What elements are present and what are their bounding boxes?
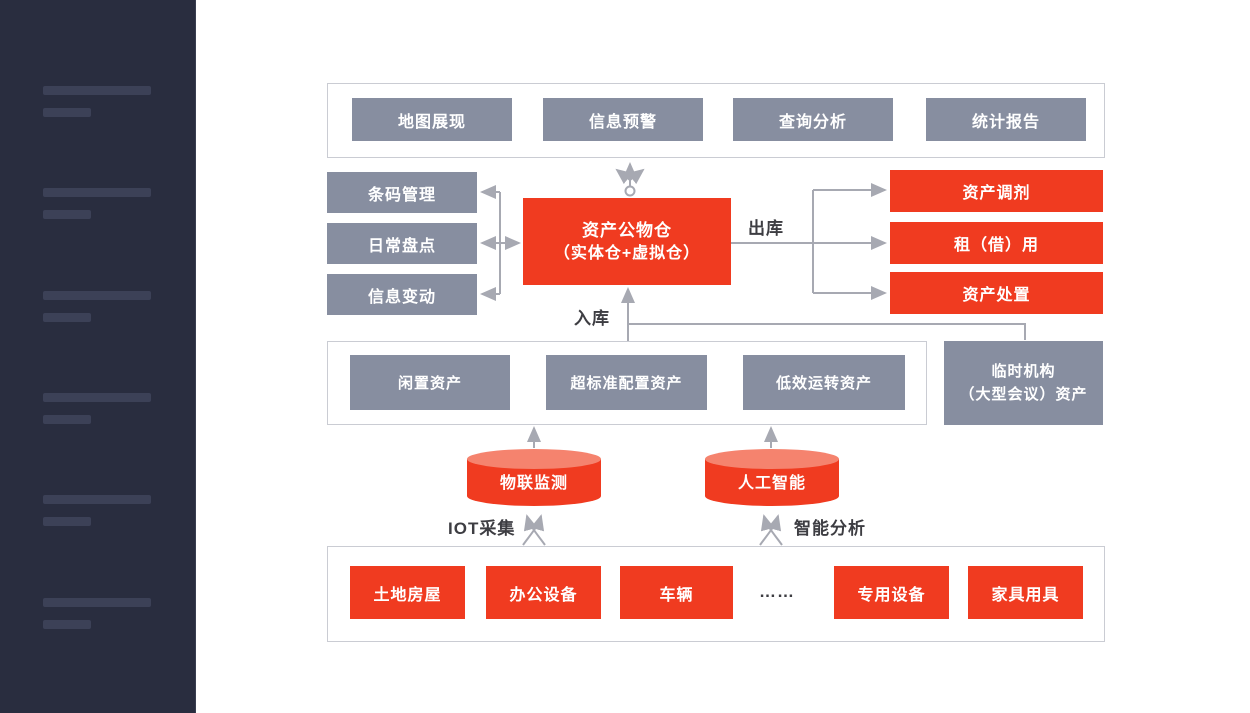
label-inbound: 入库 — [574, 309, 610, 328]
node-furniture: 家具用具 — [968, 566, 1083, 619]
node-overstandard-assets: 超标准配置资产 — [546, 355, 707, 410]
placeholder-line-long — [43, 291, 151, 300]
node-temp-org-assets: 临时机构 （大型会议）资产 — [944, 341, 1103, 425]
placeholder-line-short — [43, 415, 91, 424]
node-office-equipment: 办公设备 — [486, 566, 601, 619]
branch-arrows-icon — [615, 162, 645, 197]
placeholder-line-long — [43, 86, 151, 95]
placeholder-line-long — [43, 188, 151, 197]
placeholder-line-short — [43, 108, 91, 117]
node-query-analysis: 查询分析 — [733, 98, 893, 141]
node-barcode-management: 条码管理 — [327, 172, 477, 213]
hub-subtitle: （实体仓+虚拟仓） — [553, 244, 701, 262]
placeholder-line-short — [43, 210, 91, 219]
label-outbound: 出库 — [748, 219, 784, 238]
placeholder-line-long — [43, 495, 151, 504]
temp-org-line1: 临时机构 — [991, 363, 1056, 380]
node-idle-assets: 闲置资产 — [350, 355, 510, 410]
placeholder-line-long — [43, 393, 151, 402]
sidebar-placeholder-group — [43, 598, 153, 629]
sidebar-placeholder-group — [43, 393, 153, 424]
cylinder-label-ai: 人工智能 — [737, 475, 806, 492]
sidebar-placeholder-group — [43, 495, 153, 526]
label-ellipsis: …… — [759, 582, 795, 601]
node-map-display: 地图展现 — [352, 98, 512, 141]
placeholder-line-short — [43, 313, 91, 322]
node-lowefficiency-assets: 低效运转资产 — [743, 355, 905, 410]
hub-title: 资产公物仓 — [582, 220, 672, 240]
node-asset-disposal: 资产处置 — [890, 272, 1103, 314]
node-daily-inventory: 日常盘点 — [327, 223, 477, 264]
node-special-equipment: 专用设备 — [834, 566, 949, 619]
label-iot-collect: IOT采集 — [448, 519, 516, 538]
label-ai-analysis: 智能分析 — [794, 519, 866, 538]
placeholder-line-long — [43, 598, 151, 607]
node-info-change: 信息变动 — [327, 274, 477, 315]
temp-org-line2: （大型会议）资产 — [959, 386, 1088, 403]
node-rent-borrow: 租（借）用 — [890, 222, 1103, 264]
sidebar-placeholder-group — [43, 86, 153, 117]
node-asset-adjustment: 资产调剂 — [890, 170, 1103, 212]
node-statistic-report: 统计报告 — [926, 98, 1086, 141]
node-info-alert: 信息预警 — [543, 98, 703, 141]
node-vehicles: 车辆 — [620, 566, 733, 619]
cylinder-label-iot: 物联监测 — [499, 475, 568, 492]
placeholder-line-short — [43, 620, 91, 629]
sidebar-placeholder-group — [43, 188, 153, 219]
node-asset-warehouse-hub: 资产公物仓 （实体仓+虚拟仓） — [523, 198, 731, 285]
shuffle-arrows-icon — [759, 514, 783, 546]
sidebar-placeholder-group — [43, 291, 153, 322]
shuffle-arrows-icon — [522, 514, 546, 546]
sidebar-skeleton — [0, 0, 196, 713]
placeholder-line-short — [43, 517, 91, 526]
node-land-housing: 土地房屋 — [350, 566, 465, 619]
